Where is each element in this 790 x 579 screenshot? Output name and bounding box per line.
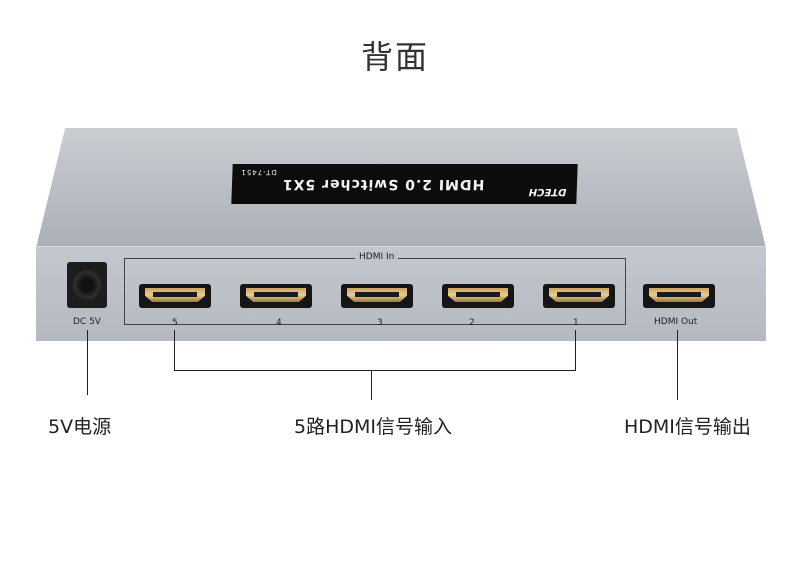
output-callout-line: [677, 330, 678, 400]
dc-port-socket: [73, 270, 101, 300]
output-callout: HDMI信号输出: [624, 416, 751, 438]
hdmi-out-port: [643, 284, 715, 308]
inputs-callout: 5路HDMI信号输入: [294, 416, 453, 438]
hdmi-in-port-2: [442, 284, 514, 308]
product-name: HDMI 2.0 Switcher 5X1: [281, 176, 485, 192]
hdmi-in-port-5: [139, 284, 211, 308]
brand-logo: DTECH: [528, 186, 567, 197]
model-number: DT-7451: [240, 168, 277, 176]
hdmi-out-label: HDMI Out: [654, 317, 698, 327]
input-bracket-right: [575, 330, 576, 370]
input-callout-line: [371, 370, 372, 400]
hdmi-in-label: HDMI In: [355, 252, 399, 262]
hdmi-in-port-4: [240, 284, 312, 308]
input-bracket-left: [174, 330, 175, 370]
power-callout: 5V电源: [48, 416, 112, 438]
power-callout-line: [87, 330, 88, 395]
port-number-2: 2: [469, 318, 475, 328]
hdmi-in-group: HDMI In: [124, 252, 626, 325]
input-bracket-bottom: [174, 370, 576, 371]
dc-power-port: [67, 262, 107, 308]
port-number-4: 4: [276, 318, 282, 328]
port-number-5: 5: [172, 318, 178, 328]
page-title: 背面: [360, 38, 429, 76]
port-number-1: 1: [573, 318, 579, 328]
hdmi-in-port-3: [341, 284, 413, 308]
device-label-plate: DT-7451 HDMI 2.0 Switcher 5X1 DTECH: [231, 164, 578, 204]
port-number-3: 3: [377, 318, 383, 328]
dc-port-label: DC 5V: [73, 317, 101, 327]
hdmi-in-port-1: [543, 284, 615, 308]
